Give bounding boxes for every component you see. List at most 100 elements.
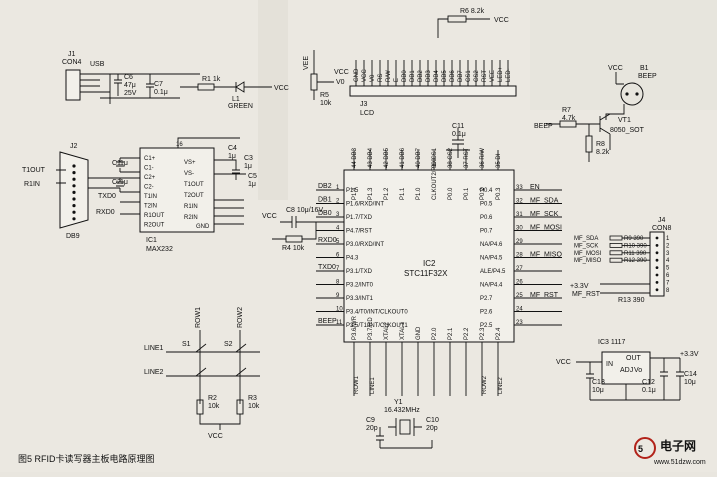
j2-db9-connector: J2 DB9 T1OUT R1IN — [22, 143, 120, 240]
j3-pin-label: DB1 — [410, 70, 416, 82]
db9-pin — [72, 217, 76, 221]
ic2-left-inside: P4.7/RST — [346, 229, 372, 235]
max232-capacitors: C1 1μ C2 1μ C3 1μ C4 1μ C5 1μ TXD0 RXD0 — [96, 137, 257, 225]
c7-val: 0.1μ — [154, 89, 168, 96]
keypad: ROW1 ROW2 LINE1 LINE2 S1 S2 R2 10k R3 10… — [144, 307, 260, 440]
mf-res-net: MF_SDA — [574, 236, 598, 242]
ic2-right-num: 26 — [516, 280, 523, 286]
ic2-top-pin: 43 DB4 — [368, 147, 374, 168]
txd0-ic1: TXD0 — [98, 193, 116, 200]
j3-ref: J3 — [360, 101, 368, 108]
ic2-left-net: BEEP — [318, 318, 337, 325]
j4-pin-num: 2 — [666, 243, 670, 249]
j1-name: CON4 — [62, 59, 82, 66]
c3-val: 1μ — [244, 163, 252, 170]
ic2-bottom-net: LINE2 — [498, 377, 504, 394]
c1-val: 1μ — [120, 160, 128, 167]
mf-res-ref: R12 390 — [624, 258, 647, 264]
j4-pin-num: 3 — [666, 251, 670, 257]
j4-ref: J4 — [658, 217, 666, 224]
ic2-right-inside: P2.5 — [480, 323, 493, 329]
c14-ref: C14 — [684, 371, 697, 378]
j2-name: DB9 — [66, 233, 80, 240]
j3-pin-label: DB2 — [418, 70, 424, 82]
ic2-left-num: 7 — [336, 266, 340, 272]
ic2-right-num: 25 — [516, 293, 523, 299]
c6-ref: C6 — [124, 74, 133, 81]
ic1-left-pin: C2+ — [144, 175, 156, 181]
j4-body — [649, 231, 665, 297]
ic2-left-inside: P3.5/T1/INT/CLKOUT1 — [346, 323, 408, 329]
ic2-right-inside: P0.6 — [480, 215, 493, 221]
ic3-adj: ADJ — [620, 367, 633, 374]
ic2-left-num: 1 — [336, 185, 340, 191]
ic1-left-pin: R2OUT — [144, 223, 165, 229]
watermark-brand: 电子网 — [660, 438, 696, 453]
j3-pin-label: DB7 — [458, 70, 464, 82]
ic2-bottom-inside: P2.3 — [480, 327, 486, 340]
ic2-left-num: 5 — [336, 239, 340, 245]
ic2-right-inside: NA/P4.4 — [480, 283, 503, 289]
j3-pin-label: R/W — [386, 70, 392, 82]
r5-ref: R5 — [320, 92, 329, 99]
ic2-left-net: DB1 — [318, 197, 332, 204]
ic2-top-pin: 41 DB6 — [400, 147, 406, 168]
db9-pin — [72, 210, 76, 214]
c3-ref: C3 — [244, 155, 253, 162]
c6-capacitor: C6 47μ 25V — [114, 74, 137, 97]
ic2-right-net: MF_SDA — [530, 198, 559, 205]
ic2-right-num: 30 — [516, 226, 523, 232]
c2-ref: C2 — [112, 179, 121, 186]
j4-pin — [655, 236, 659, 240]
ic2-left-num: 4 — [336, 226, 340, 232]
ic2-top-inside: P1.1 — [400, 187, 406, 200]
j4-pin — [655, 281, 659, 284]
ic2-bottom-inside: P2.0 — [432, 327, 438, 340]
c12-ref: C12 — [642, 379, 655, 386]
r6-resistor: R6 8.2k VCC — [437, 8, 509, 38]
r6-ref: R6 8.2k — [460, 8, 485, 15]
ic2-left-num: 11 — [336, 320, 343, 326]
ic2-top-inside: P0.2 — [480, 187, 486, 200]
b1-name: BEEP — [638, 73, 657, 80]
ic2-bottom-inside: XTAL2 — [384, 321, 390, 340]
ic2-right-net: MF_RST — [530, 292, 559, 299]
row1-label: ROW1 — [195, 307, 202, 328]
r5-pot: VEE R5 10k VCC V0 — [303, 50, 349, 107]
watermark-site: www.51dzw.com — [653, 459, 706, 466]
r3-ref: R3 — [248, 395, 257, 402]
ic3-vo: Vo — [634, 367, 642, 374]
ic2-right-num: 23 — [516, 320, 523, 326]
ic2-right-net: MF_SCK — [530, 211, 559, 218]
ic1-body — [139, 147, 215, 233]
l1-ref: L1 — [232, 96, 240, 103]
v0-label: V0 — [336, 79, 345, 86]
j3-pin-label: LED- — [506, 68, 512, 82]
j3-name: LCD — [360, 110, 374, 117]
crystal-y1: Y1 16.432MHz — [384, 399, 422, 436]
mf-res-ref: R11 390 — [624, 251, 647, 257]
r7-val: 4.7k — [562, 115, 576, 122]
ic2-right-inside: P0.5 — [480, 202, 493, 208]
c11-capacitor: C11 0.1μ — [446, 123, 470, 158]
ic2-left-inside: P3.3/INT1 — [346, 296, 374, 302]
y1-ref: Y1 — [394, 399, 403, 406]
j1-body — [65, 69, 81, 101]
j3-pin-label: CS2 — [474, 70, 480, 82]
ic2-left-inside: P1.5 — [346, 188, 359, 194]
watermark-digit: 5 — [638, 444, 643, 454]
ic2-body — [343, 169, 515, 343]
ic2-left-net: DB0 — [318, 210, 332, 217]
buzzer-b1: B1 BEEP VCC — [605, 65, 657, 120]
ic2-top-inside: P1.2 — [384, 187, 390, 200]
ic2-left-net: RXD0 — [318, 237, 337, 244]
vcc-r6: VCC — [494, 17, 509, 24]
j4-pin — [655, 273, 659, 277]
ic1-right-pin: T1OUT — [184, 182, 204, 188]
l1-led: L1 GREEN VCC — [228, 81, 289, 110]
j4-pin-num: 4 — [666, 258, 670, 264]
ic2-right-net: MF_MISO — [530, 252, 562, 259]
j2-ref: J2 — [70, 143, 78, 150]
